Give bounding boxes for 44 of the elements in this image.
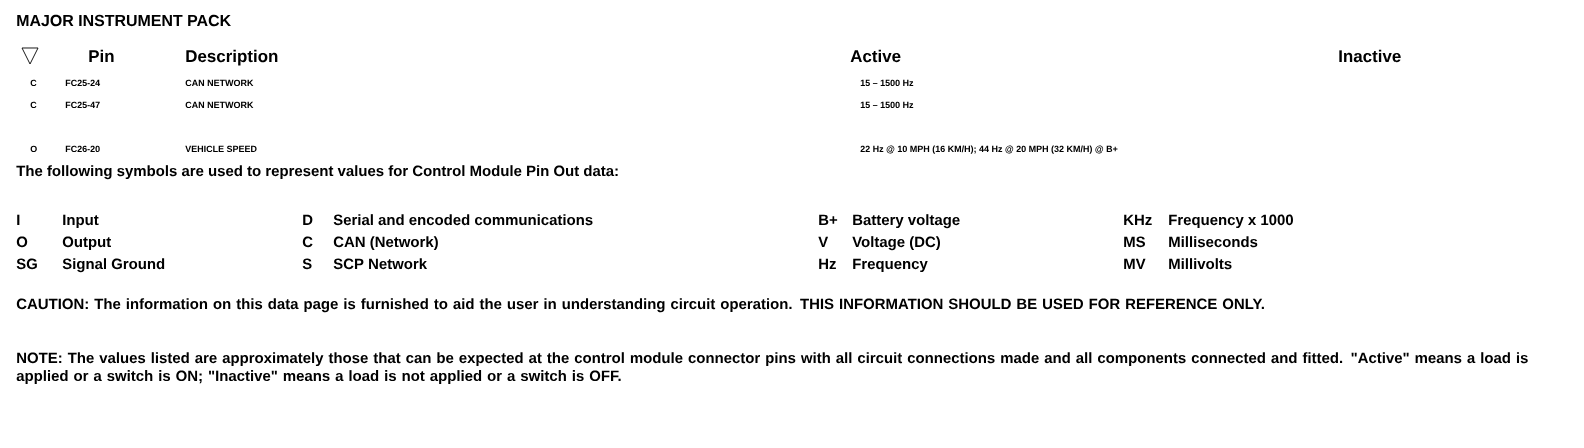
intro-text: The following symbols are used to represent values for Control Module Pin Out data: xyxy=(16,165,618,180)
symbol-code: Hz xyxy=(819,258,836,269)
symbol-code: S xyxy=(302,258,312,270)
symbol-code: MS xyxy=(1124,236,1146,248)
column-header: Description xyxy=(186,49,278,66)
table-cell: C xyxy=(30,79,37,87)
symbol-code: V xyxy=(818,236,829,247)
table-cell: FC25-47 xyxy=(65,101,100,109)
symbol-code: KHz xyxy=(1124,214,1152,225)
table-cell: 22 Hz @ 10 MPH (16 KM/H); 44 Hz @ 20 MPH (32 KM/H) @ B+ xyxy=(860,145,1118,154)
symbol-code: D xyxy=(303,214,313,225)
symbol-meaning: Output xyxy=(62,236,111,251)
table-cell: VEHICLE SPEED xyxy=(185,145,257,153)
column-header: Pin xyxy=(89,49,114,62)
symbol-meaning: Voltage (DC) xyxy=(852,236,940,251)
table-cell: FC26-20 xyxy=(65,145,100,153)
table-cell: FC25-24 xyxy=(65,79,101,87)
caution-text: CAUTION: The information on this data page is furnished to aid the user in understanding circuit operation. THIS INFORMATION SHOULD BE USED FOR REFERENCE ONLY. xyxy=(16,298,1264,313)
symbol-meaning: Milliseconds xyxy=(1169,236,1258,248)
symbol-code: MV xyxy=(1124,258,1146,269)
column-header: Active xyxy=(850,49,901,63)
table-cell: C xyxy=(30,101,37,109)
symbol-meaning: SCP Network xyxy=(333,258,428,270)
symbol-code: I xyxy=(17,214,20,225)
symbol-meaning: Frequency x 1000 xyxy=(1169,214,1293,229)
column-header: Inactive xyxy=(1339,49,1401,63)
symbol-meaning: CAN (Network) xyxy=(333,236,438,251)
table-cell: 15 – 1500 Hz xyxy=(860,101,914,109)
table-cell: CAN NETWORK xyxy=(185,101,254,109)
table-cell: O xyxy=(30,145,37,153)
title: MAJOR INSTRUMENT PACK xyxy=(17,14,231,27)
symbol-code: SG xyxy=(16,258,37,270)
symbol-code: O xyxy=(16,236,28,248)
symbol-code: B+ xyxy=(819,214,838,225)
table-cell: 15 – 1500 Hz xyxy=(860,79,914,87)
symbol-meaning: Millivolts xyxy=(1169,258,1232,270)
symbol-meaning: Input xyxy=(63,214,99,229)
symbol-code: C xyxy=(302,236,313,248)
table-cell: CAN NETWORK xyxy=(185,79,254,87)
symbol-meaning: Signal Ground xyxy=(62,258,165,273)
symbol-meaning: Frequency xyxy=(853,258,928,273)
note-text: NOTE: The values listed are approximately those that can be expected at the control module connector pins with all circuit connections made and all components connected and fitted. "Active" means a load is applied or a switch is ON; "Inactive" means a load is not applied or a switch is OFF. xyxy=(16,352,1528,385)
symbol-meaning: Serial and encoded communications xyxy=(333,214,593,226)
symbol-meaning: Battery voltage xyxy=(853,214,960,229)
